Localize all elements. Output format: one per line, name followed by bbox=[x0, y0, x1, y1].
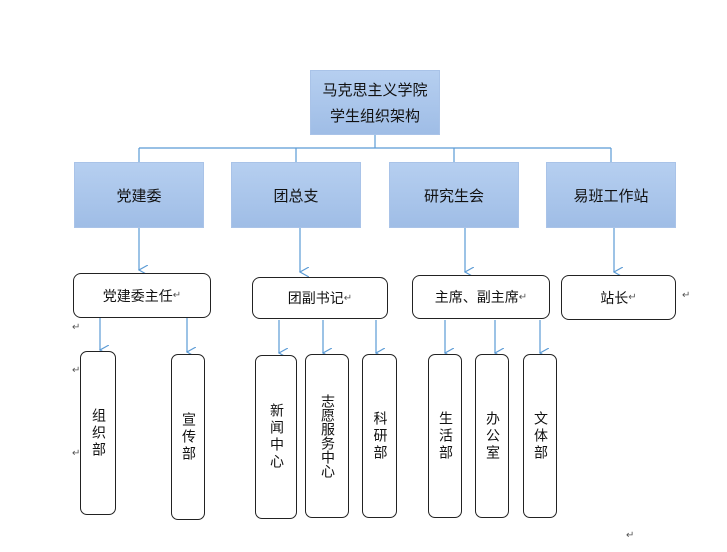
paragraph-mark: ↵ bbox=[72, 448, 81, 459]
node-label: 党建委主任 bbox=[102, 288, 173, 305]
paragraph-mark: ↵ bbox=[72, 322, 81, 333]
node-zhiyuanfuwu: 志愿服务中心 bbox=[305, 354, 349, 518]
node-label: 文体部 bbox=[532, 410, 548, 462]
node-tuanfushuji: 团副书记↵ bbox=[252, 277, 388, 319]
node-label: 新闻中心 bbox=[268, 403, 284, 471]
root-title-line1: 马克思主义学院 bbox=[322, 80, 428, 99]
paragraph-mark: ↵ bbox=[682, 290, 691, 301]
node-label: 办公室 bbox=[484, 410, 500, 462]
root-node: 马克思主义学院 学生组织架构 bbox=[310, 70, 440, 135]
node-label: 团副书记 bbox=[287, 291, 344, 307]
node-yanjiushenghui: 研究生会 bbox=[389, 162, 519, 228]
node-label: 易班工作站 bbox=[573, 186, 649, 205]
node-zhanzhang: 站长↵ bbox=[561, 275, 676, 320]
node-zuzhibu: 组织部 bbox=[80, 351, 116, 515]
node-zhuxi: 主席、副主席↵ bbox=[412, 275, 550, 319]
paragraph-mark: ↵ bbox=[626, 530, 635, 541]
node-label: 站长 bbox=[600, 290, 629, 307]
node-dangjianwei: 党建委 bbox=[74, 162, 204, 228]
node-xinwenzhongxin: 新闻中心 bbox=[255, 355, 297, 519]
node-label: 研究生会 bbox=[423, 186, 484, 205]
node-label: 组织部 bbox=[90, 407, 106, 459]
node-label: 主席、副主席 bbox=[434, 290, 519, 306]
node-label: 科研部 bbox=[371, 410, 388, 462]
node-label: 生活部 bbox=[437, 410, 453, 462]
paragraph-mark: ↵ bbox=[72, 365, 81, 376]
node-wentibu: 文体部 bbox=[523, 354, 557, 518]
root-title-line2: 学生组织架构 bbox=[329, 106, 420, 125]
node-label: 志愿服务中心 bbox=[319, 394, 335, 478]
node-label: 党建委 bbox=[116, 186, 162, 205]
node-shenghuobu: 生活部 bbox=[428, 354, 462, 518]
node-bangongshi: 办公室 bbox=[475, 354, 509, 518]
node-xuanchuanbu: 宣传部 bbox=[171, 354, 205, 520]
node-yiban: 易班工作站 bbox=[546, 162, 676, 228]
node-tuanzongzhi: 团总支 bbox=[231, 162, 361, 228]
node-label: 宣传部 bbox=[180, 411, 196, 463]
node-dangjianwei-zhuren: 党建委主任↵ bbox=[73, 273, 211, 318]
node-keyanbu: 科研部 bbox=[362, 354, 397, 518]
node-label: 团总支 bbox=[273, 186, 319, 205]
